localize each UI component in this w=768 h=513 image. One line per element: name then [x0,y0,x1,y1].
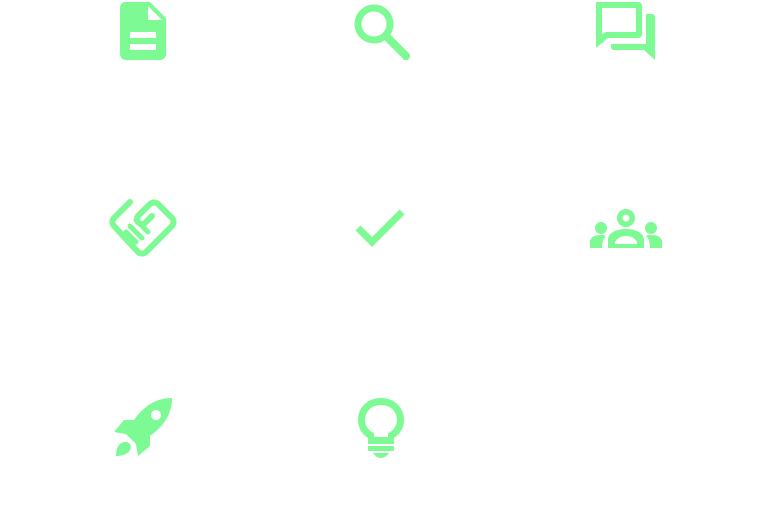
search-icon [352,2,410,60]
document-icon [116,0,170,62]
rocket-icon [110,396,176,460]
lightbulb-icon [354,396,408,458]
check-icon [354,208,406,248]
handshake-icon [108,196,180,262]
groups-icon [588,208,664,250]
forum-icon [592,0,656,62]
